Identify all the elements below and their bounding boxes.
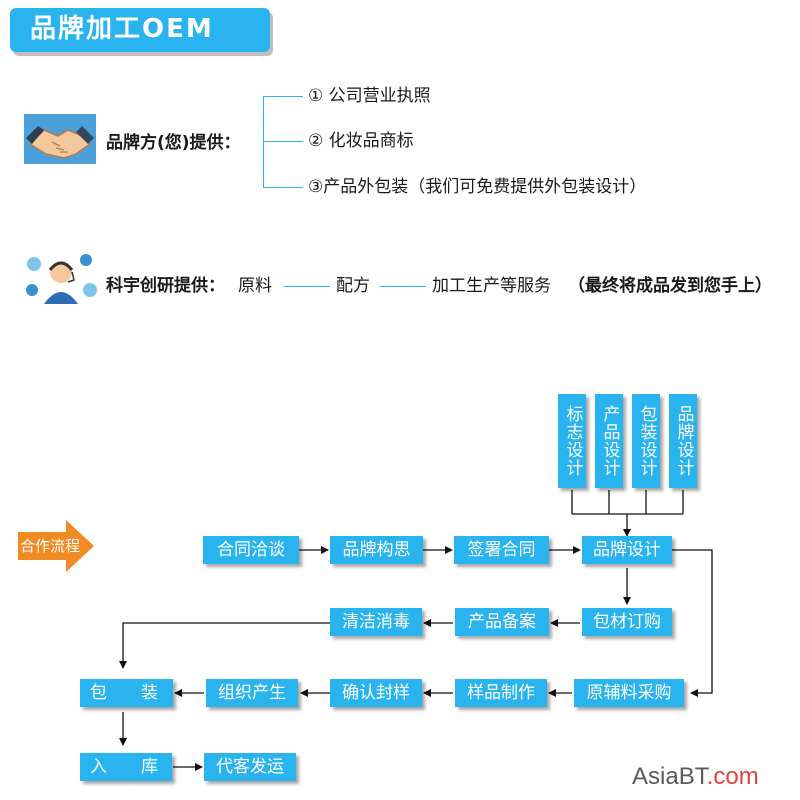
page-title: 品牌加工OEM — [30, 14, 214, 44]
design-box-brand: 品牌设计 — [669, 394, 697, 488]
step-raw-material: 原料 — [238, 276, 272, 296]
provided-item-packaging: ③产品外包装（我们可免费提供外包装设计） — [308, 177, 647, 197]
header-banner — [10, 8, 270, 52]
flow-node-brand-design: 品牌设计 — [582, 536, 672, 564]
step-processing: 加工生产等服务 — [432, 276, 551, 296]
watermark-brand: AsiaBT — [632, 763, 707, 790]
brace-branch-1 — [263, 96, 303, 97]
watermark: AsiaBT.com — [632, 764, 759, 790]
flow-node-warehousing: 入 库 — [80, 753, 172, 781]
design-box-packaging: 包装设计 — [632, 394, 660, 488]
flow-tag-label: 合作流程 — [20, 537, 81, 555]
design-box-product: 产品设计 — [595, 394, 623, 488]
flow-node-confirm-seal: 确认封样 — [330, 679, 422, 707]
flow-node-sample-making: 样品制作 — [455, 679, 547, 707]
flow-node-shipping: 代客发运 — [204, 753, 296, 781]
brace-branch-2 — [263, 141, 303, 142]
flow-node-raw-purchase: 原辅料采购 — [574, 679, 684, 707]
flow-node-product-filing: 产品备案 — [455, 608, 549, 636]
watermark-suffix: .com — [706, 763, 759, 790]
provided-item-license: ① 公司营业执照 — [308, 86, 431, 106]
step-formula: 配方 — [336, 276, 370, 296]
flow-node-brand-concept: 品牌构思 — [330, 536, 423, 564]
design-box-logo: 标志设计 — [558, 394, 586, 488]
flow-arrow-icon — [18, 520, 94, 572]
handshake-icon — [24, 114, 96, 164]
flow-node-organize-production: 组织产生 — [206, 679, 298, 707]
final-delivery-note: （最终将成品发到您手上） — [568, 276, 772, 296]
flow-node-packaging: 包 装 — [80, 679, 173, 707]
flow-node-cleaning: 清洁消毒 — [330, 608, 422, 636]
brand-provider-label: 品牌方(您)提供： — [106, 133, 241, 153]
provided-item-trademark: ② 化妆品商标 — [308, 131, 414, 151]
flow-node-material-order: 包材订购 — [582, 608, 672, 636]
step-connector-2 — [380, 286, 426, 287]
flow-node-negotiation: 合同洽谈 — [203, 536, 299, 564]
step-connector-1 — [284, 286, 330, 287]
brace-branch-3 — [263, 187, 303, 188]
research-provider-label: 科宇创研提供： — [106, 276, 225, 296]
customer-service-icon — [26, 254, 97, 304]
flow-node-sign-contract: 签署合同 — [454, 536, 549, 564]
